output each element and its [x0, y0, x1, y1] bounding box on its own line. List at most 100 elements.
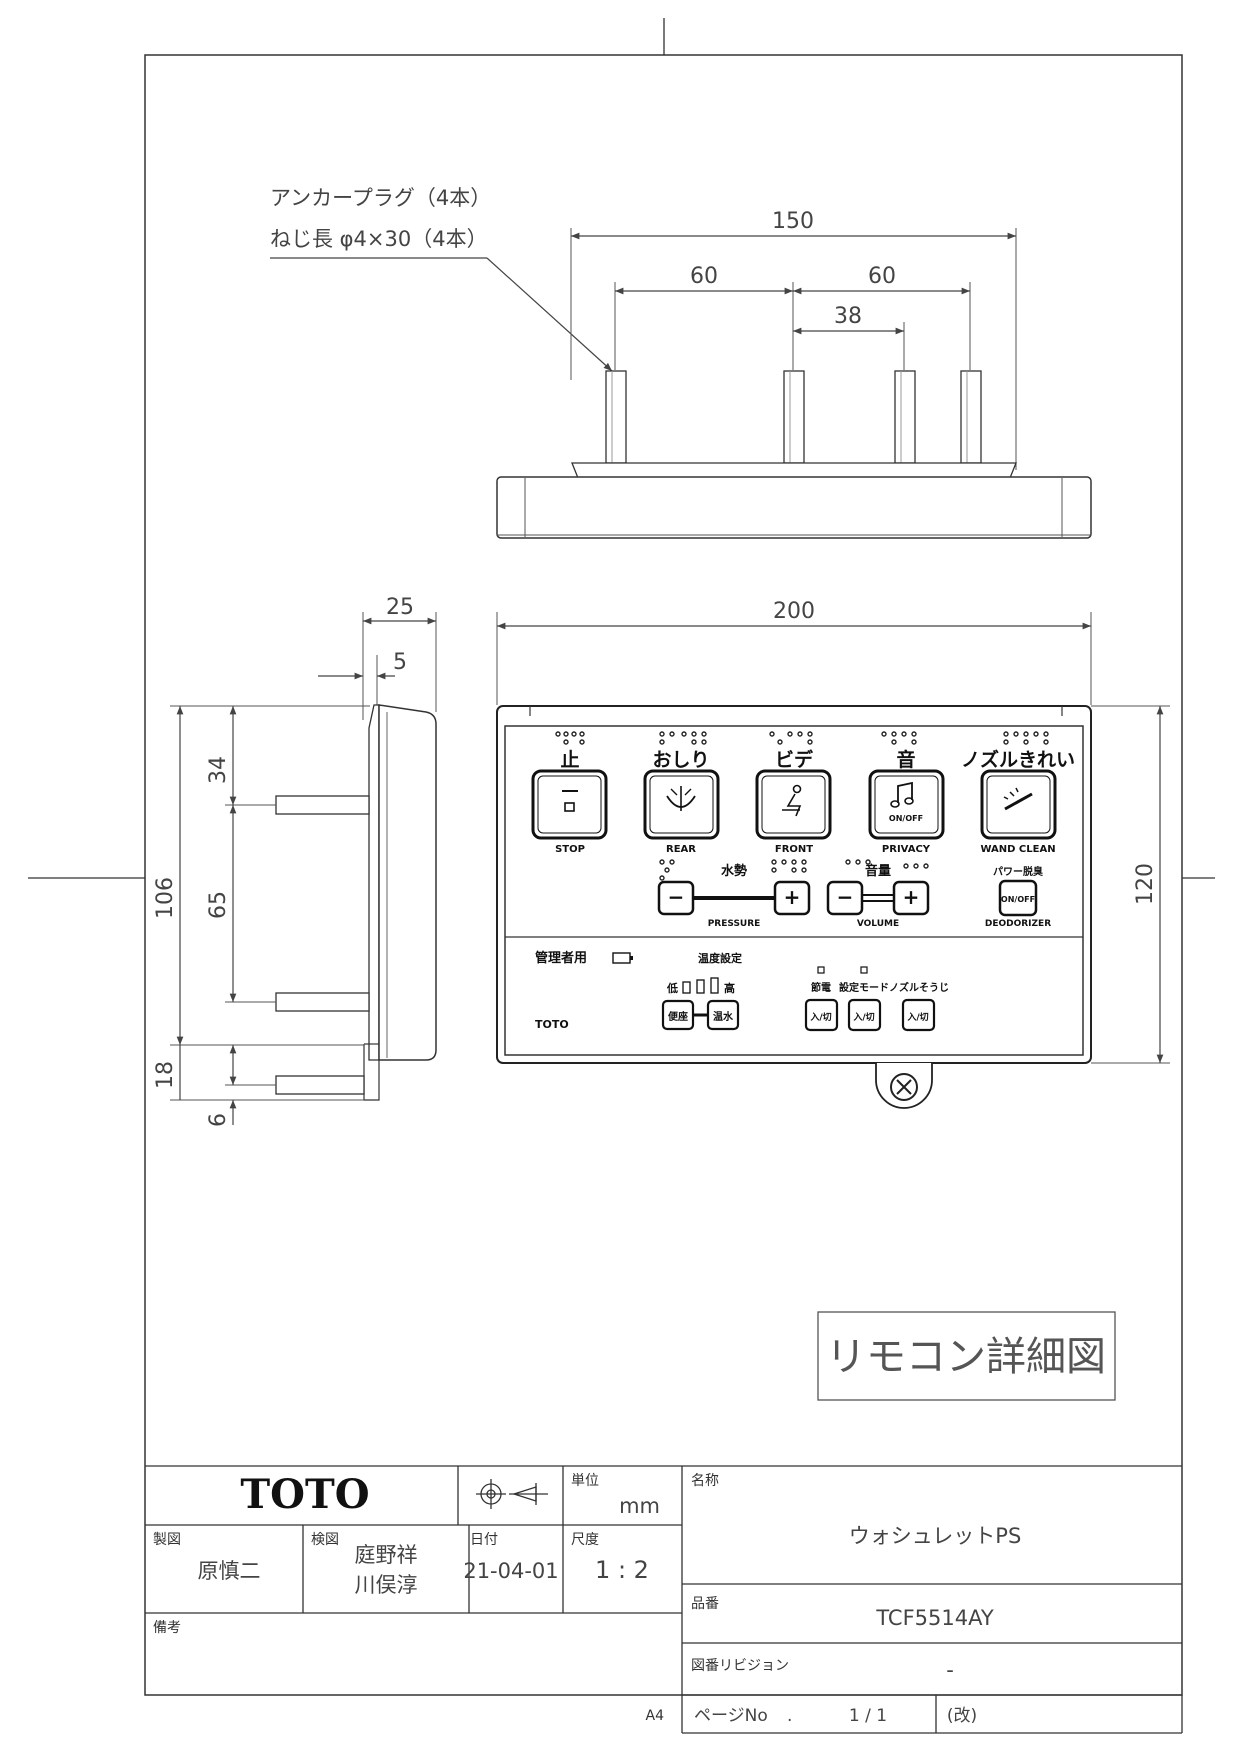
rear-en-label: REAR [666, 844, 696, 855]
panel-brand-logo: TOTO [535, 1018, 569, 1031]
drawn-label: 製図 [153, 1532, 181, 1548]
dim-200-label: 200 [773, 599, 815, 624]
setting-mode-button[interactable]: 入/切 [847, 998, 882, 1032]
revision-label: 図番リビジョン [691, 1658, 789, 1674]
date-value: 21-04-01 [463, 1559, 558, 1583]
volume-en-label: VOLUME [857, 919, 899, 929]
checked-label: 検図 [311, 1532, 339, 1548]
paper-size: A4 [646, 1708, 665, 1724]
wand-clean-en-label: WAND CLEAN [980, 844, 1055, 855]
dim-38-label: 38 [834, 304, 862, 329]
admin-label: 管理者用 [535, 950, 587, 966]
top-view: アンカープラグ（4本） ねじ長 φ4×30（4本） 150 60 60 38 [270, 186, 1092, 539]
front-en-label: FRONT [775, 844, 813, 855]
bidet-icon [792, 784, 802, 794]
water-temp-button[interactable]: 温水 [706, 999, 740, 1031]
rear-jp-label: おしり [652, 749, 709, 771]
minus-icon: − [837, 885, 854, 909]
deodorizer-en-label: DEODORIZER [985, 919, 1051, 929]
dim-34-label: 34 [206, 756, 231, 784]
anchor-plug-side [275, 795, 370, 815]
dim-60-right-label: 60 [868, 264, 896, 289]
temp-setting-label: 温度設定 [698, 951, 742, 965]
callout-leader [486, 257, 613, 372]
deodorizer-jp-label: パワー脱臭 [993, 865, 1043, 878]
stop-en-label: STOP [555, 844, 585, 855]
temp-indicator-icon [710, 977, 719, 994]
side-body [378, 704, 437, 1061]
remarks-label: 備考 [153, 1620, 181, 1636]
deodorizer-button[interactable]: ON/OFF [998, 879, 1038, 917]
dim-65-label: 65 [206, 891, 231, 919]
anchor-plug-side [275, 992, 370, 1012]
seat-temp-button[interactable]: 便座 [661, 999, 695, 1031]
privacy-jp-label: 音 [896, 748, 915, 771]
minus-icon: − [668, 885, 685, 909]
water-temp-label: 温水 [713, 1010, 734, 1023]
date-label: 日付 [470, 1532, 498, 1548]
side-view: 25 5 106 34 65 18 6 [153, 595, 437, 1127]
volume-plus-button[interactable]: + [892, 880, 930, 916]
part-number: TCF5514AY [875, 1606, 994, 1630]
pressure-jp-label: 水勢 [721, 863, 747, 879]
part-label: 品番 [691, 1596, 719, 1612]
power-save-button[interactable]: 入/切 [804, 998, 839, 1032]
anchor-plug [960, 370, 982, 464]
volume-jp-label: 音量 [865, 863, 891, 879]
deodorizer-onoff-label: ON/OFF [1001, 895, 1035, 904]
wand-clean-jp-label: ノズルきれい [961, 748, 1075, 771]
side-wall-plate [368, 704, 380, 1061]
nozzle-clean-label: ノズルそうじ [889, 981, 949, 994]
scale-label: 尺度 [571, 1532, 599, 1548]
setting-mode-label: 設定モード [839, 981, 889, 994]
unit-label: 単位 [571, 1473, 599, 1489]
anchor-plug-side [275, 1075, 365, 1095]
remote-body-top [496, 476, 1092, 539]
temp-indicator-icon [696, 979, 705, 994]
callout-line2: ねじ長 φ4×30（4本） [270, 227, 488, 251]
music-note-icon [897, 781, 913, 803]
page-label: ページNo [694, 1706, 768, 1726]
setting-mode-btn-label: 入/切 [852, 1012, 874, 1023]
temp-low-label: 低 [666, 981, 678, 995]
front-button[interactable] [755, 769, 832, 840]
revision-value: - [946, 1658, 954, 1682]
name-label: 名称 [691, 1473, 719, 1489]
anchor-plug [605, 370, 627, 464]
title-block [145, 1465, 1183, 1734]
scale-value: 1 : 2 [595, 1556, 649, 1584]
dim-60-left-label: 60 [690, 264, 718, 289]
temp-indicator-icon [682, 981, 691, 994]
nozzle-clean-button[interactable]: 入/切 [901, 998, 936, 1032]
volume-minus-button[interactable]: − [826, 880, 864, 916]
pressure-plus-button[interactable]: + [773, 880, 811, 916]
checked-by-1: 庭野祥 [355, 1543, 418, 1567]
pressure-minus-button[interactable]: − [657, 880, 695, 916]
drawn-by: 原慎二 [198, 1559, 261, 1583]
checked-by-2: 川俣淳 [355, 1573, 418, 1597]
seat-temp-label: 便座 [668, 1010, 688, 1023]
product-name: ウォシュレットPS [849, 1524, 1022, 1548]
rear-button[interactable] [643, 769, 720, 840]
edition-mark: (改) [947, 1706, 977, 1726]
anchor-plug [894, 370, 916, 464]
page-number: 1 / 1 [849, 1706, 887, 1726]
wand-clean-button[interactable] [980, 769, 1057, 840]
front-jp-label: ビデ [775, 748, 814, 771]
privacy-button[interactable]: ON/OFF [868, 769, 945, 840]
wand-icon [1004, 792, 1033, 811]
plus-icon: + [784, 885, 801, 909]
anchor-plug [783, 370, 805, 464]
projection-symbol [476, 1479, 548, 1509]
dim-18-label: 18 [153, 1061, 178, 1089]
stop-button[interactable] [531, 769, 608, 840]
page-dot: . [787, 1706, 792, 1726]
dim-6-label: 6 [206, 1113, 231, 1127]
dim-150-label: 150 [772, 209, 814, 234]
callout-line1: アンカープラグ（4本） [270, 186, 491, 210]
nozzle-clean-btn-label: 入/切 [906, 1012, 928, 1023]
temp-high-label: 高 [724, 981, 735, 995]
privacy-onoff-label: ON/OFF [889, 814, 923, 823]
pressure-en-label: PRESSURE [708, 919, 761, 929]
dim-5-label: 5 [393, 650, 407, 675]
